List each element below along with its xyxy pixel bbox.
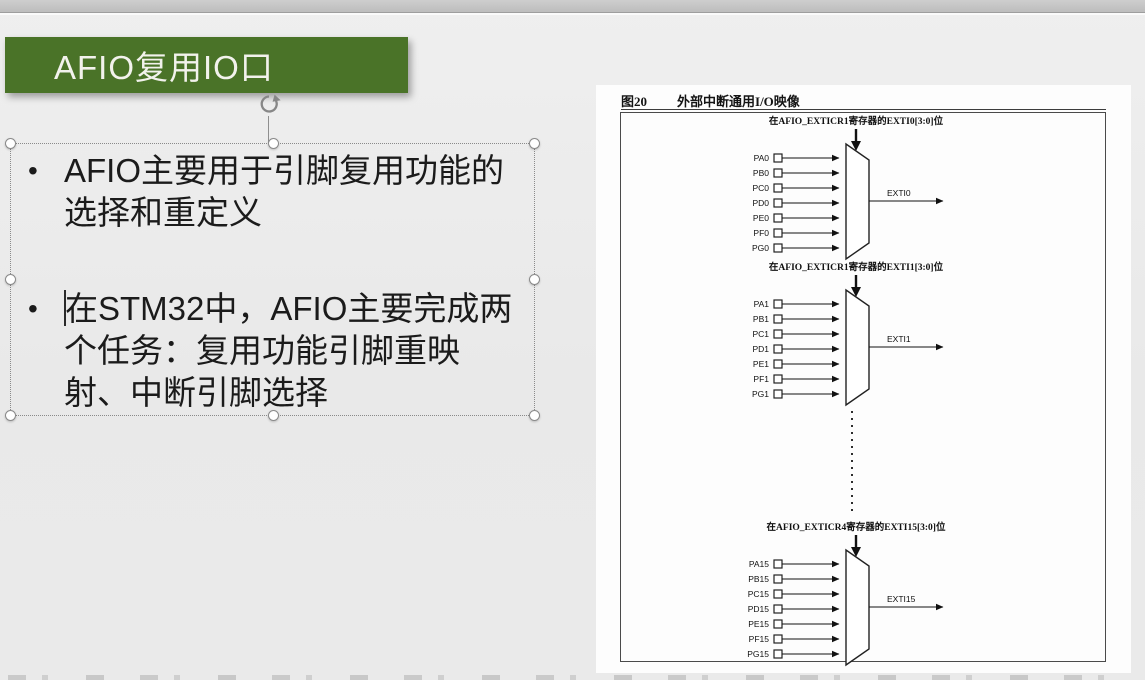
figure-header-rule [621,109,1106,110]
input-pin-label: PC1 [752,329,769,339]
rotate-arrow-icon [260,94,281,113]
output-label: EXTI0 [887,188,911,198]
input-pin-label: PE0 [753,213,769,223]
input-pin-label: PF0 [753,228,769,238]
text-box-selection[interactable] [5,138,540,421]
mux-diagram-exti1: 在AFIO_EXTICR1寄存器的EXTI1[3:0]位 PA1 PB1 PC1… [752,261,944,407]
register-label: 在AFIO_EXTICR1寄存器的EXTI0[3:0]位 [769,115,944,127]
mux-trapezoid [845,548,870,667]
selection-handle-top-left[interactable] [5,138,16,149]
select-arrowhead [851,287,861,297]
selection-handle-bottom-right[interactable] [529,410,540,421]
input-pin-label: PA15 [749,559,769,569]
selection-handle-bottom-middle[interactable] [268,410,279,421]
figure-panel: 图20 外部中断通用I/O映像 在AFIO_EXTICR1寄存器的EXTI0[3:… [596,85,1131,673]
bullet-item: • 在STM32中，AFIO主要完成两个任务：复用功能引脚重映射、中断引脚选择 [18,288,530,414]
figure-diagram-box: 在AFIO_EXTICR1寄存器的EXTI0[3:0]位 PA0 PB0 PC0… [620,112,1106,667]
bullet-marker: • [28,155,38,186]
input-pin-label: PB0 [753,168,769,178]
figure-caption: 外部中断通用I/O映像 [677,94,800,109]
figure-header: 图20 外部中断通用I/O映像 [621,91,1106,110]
selection-handle-middle-right[interactable] [529,274,540,285]
input-pin-label: PG15 [747,649,769,659]
bullet-marker: • [28,293,38,324]
rotate-handle-stem [268,116,269,144]
text-cursor [64,290,66,326]
input-pin-label: PB1 [753,314,769,324]
selection-handle-top-middle[interactable] [268,138,279,149]
bullet-item: • AFIO主要用于引脚复用功能的选择和重定义 [18,150,530,234]
input-pin-label: PB15 [748,574,769,584]
input-pin-label: PF15 [749,634,770,644]
input-pin-label: PD1 [752,344,769,354]
vertical-ellipsis [851,411,853,516]
selection-handle-bottom-left[interactable] [5,410,16,421]
mux-trapezoid [845,142,870,261]
register-label: 在AFIO_EXTICR1寄存器的EXTI1[3:0]位 [769,261,944,273]
mux-inputs: PA0 PB0 PC0 PD0 PE0 PF0 PG0 [752,153,840,253]
input-pin-label: PG1 [752,389,769,399]
figure-number: 图20 [621,94,648,109]
rotate-handle-icon[interactable] [256,91,282,117]
mux-inputs: PA15 PB15 PC15 PD15 PE15 PF15 PG15 [747,559,840,659]
slide-title-banner[interactable]: AFIO复用IO口 [5,37,408,93]
selection-handle-top-right[interactable] [529,138,540,149]
input-pin-label: PA0 [754,153,770,163]
register-label: 在AFIO_EXTICR4寄存器的EXTI15[3:0]位 [767,521,946,533]
input-pin-label: PA1 [754,299,770,309]
bullet-text-1[interactable]: AFIO主要用于引脚复用功能的选择和重定义 [64,152,505,231]
input-pin-label: PF1 [753,374,769,384]
cut-off-text-row [8,675,1131,680]
slide-body-text[interactable]: • AFIO主要用于引脚复用功能的选择和重定义 • 在STM32中，AFIO主要… [18,150,530,414]
mux-trapezoid [845,288,870,407]
window-top-bar [0,0,1145,13]
selection-handle-middle-left[interactable] [5,274,16,285]
output-label: EXTI1 [887,334,911,344]
bullet-text-2[interactable]: 在STM32中，AFIO主要完成两个任务：复用功能引脚重映射、中断引脚选择 [64,288,522,414]
input-pin-label: PE15 [748,619,769,629]
input-pin-label: PD15 [748,604,770,614]
bullet-text-2-content: 在STM32中，AFIO主要完成两个任务：复用功能引脚重映射、中断引脚选择 [64,290,513,411]
input-pin-label: PC0 [752,183,769,193]
input-pin-label: PG0 [752,243,769,253]
input-pin-label: PC15 [748,589,770,599]
slide-title: AFIO复用IO口 [54,49,274,86]
input-pin-label: PE1 [753,359,769,369]
mux-diagram-exti0: 在AFIO_EXTICR1寄存器的EXTI0[3:0]位 PA0 PB0 PC0… [752,115,944,261]
input-pin-label: PD0 [752,198,769,208]
select-arrowhead [851,141,861,151]
select-arrowhead [851,547,861,557]
output-label: EXTI15 [887,594,916,604]
mux-diagram-exti15: 在AFIO_EXTICR4寄存器的EXTI15[3:0]位 PA15 PB15 … [747,521,946,667]
mux-inputs: PA1 PB1 PC1 PD1 PE1 PF1 PG1 [752,299,840,399]
